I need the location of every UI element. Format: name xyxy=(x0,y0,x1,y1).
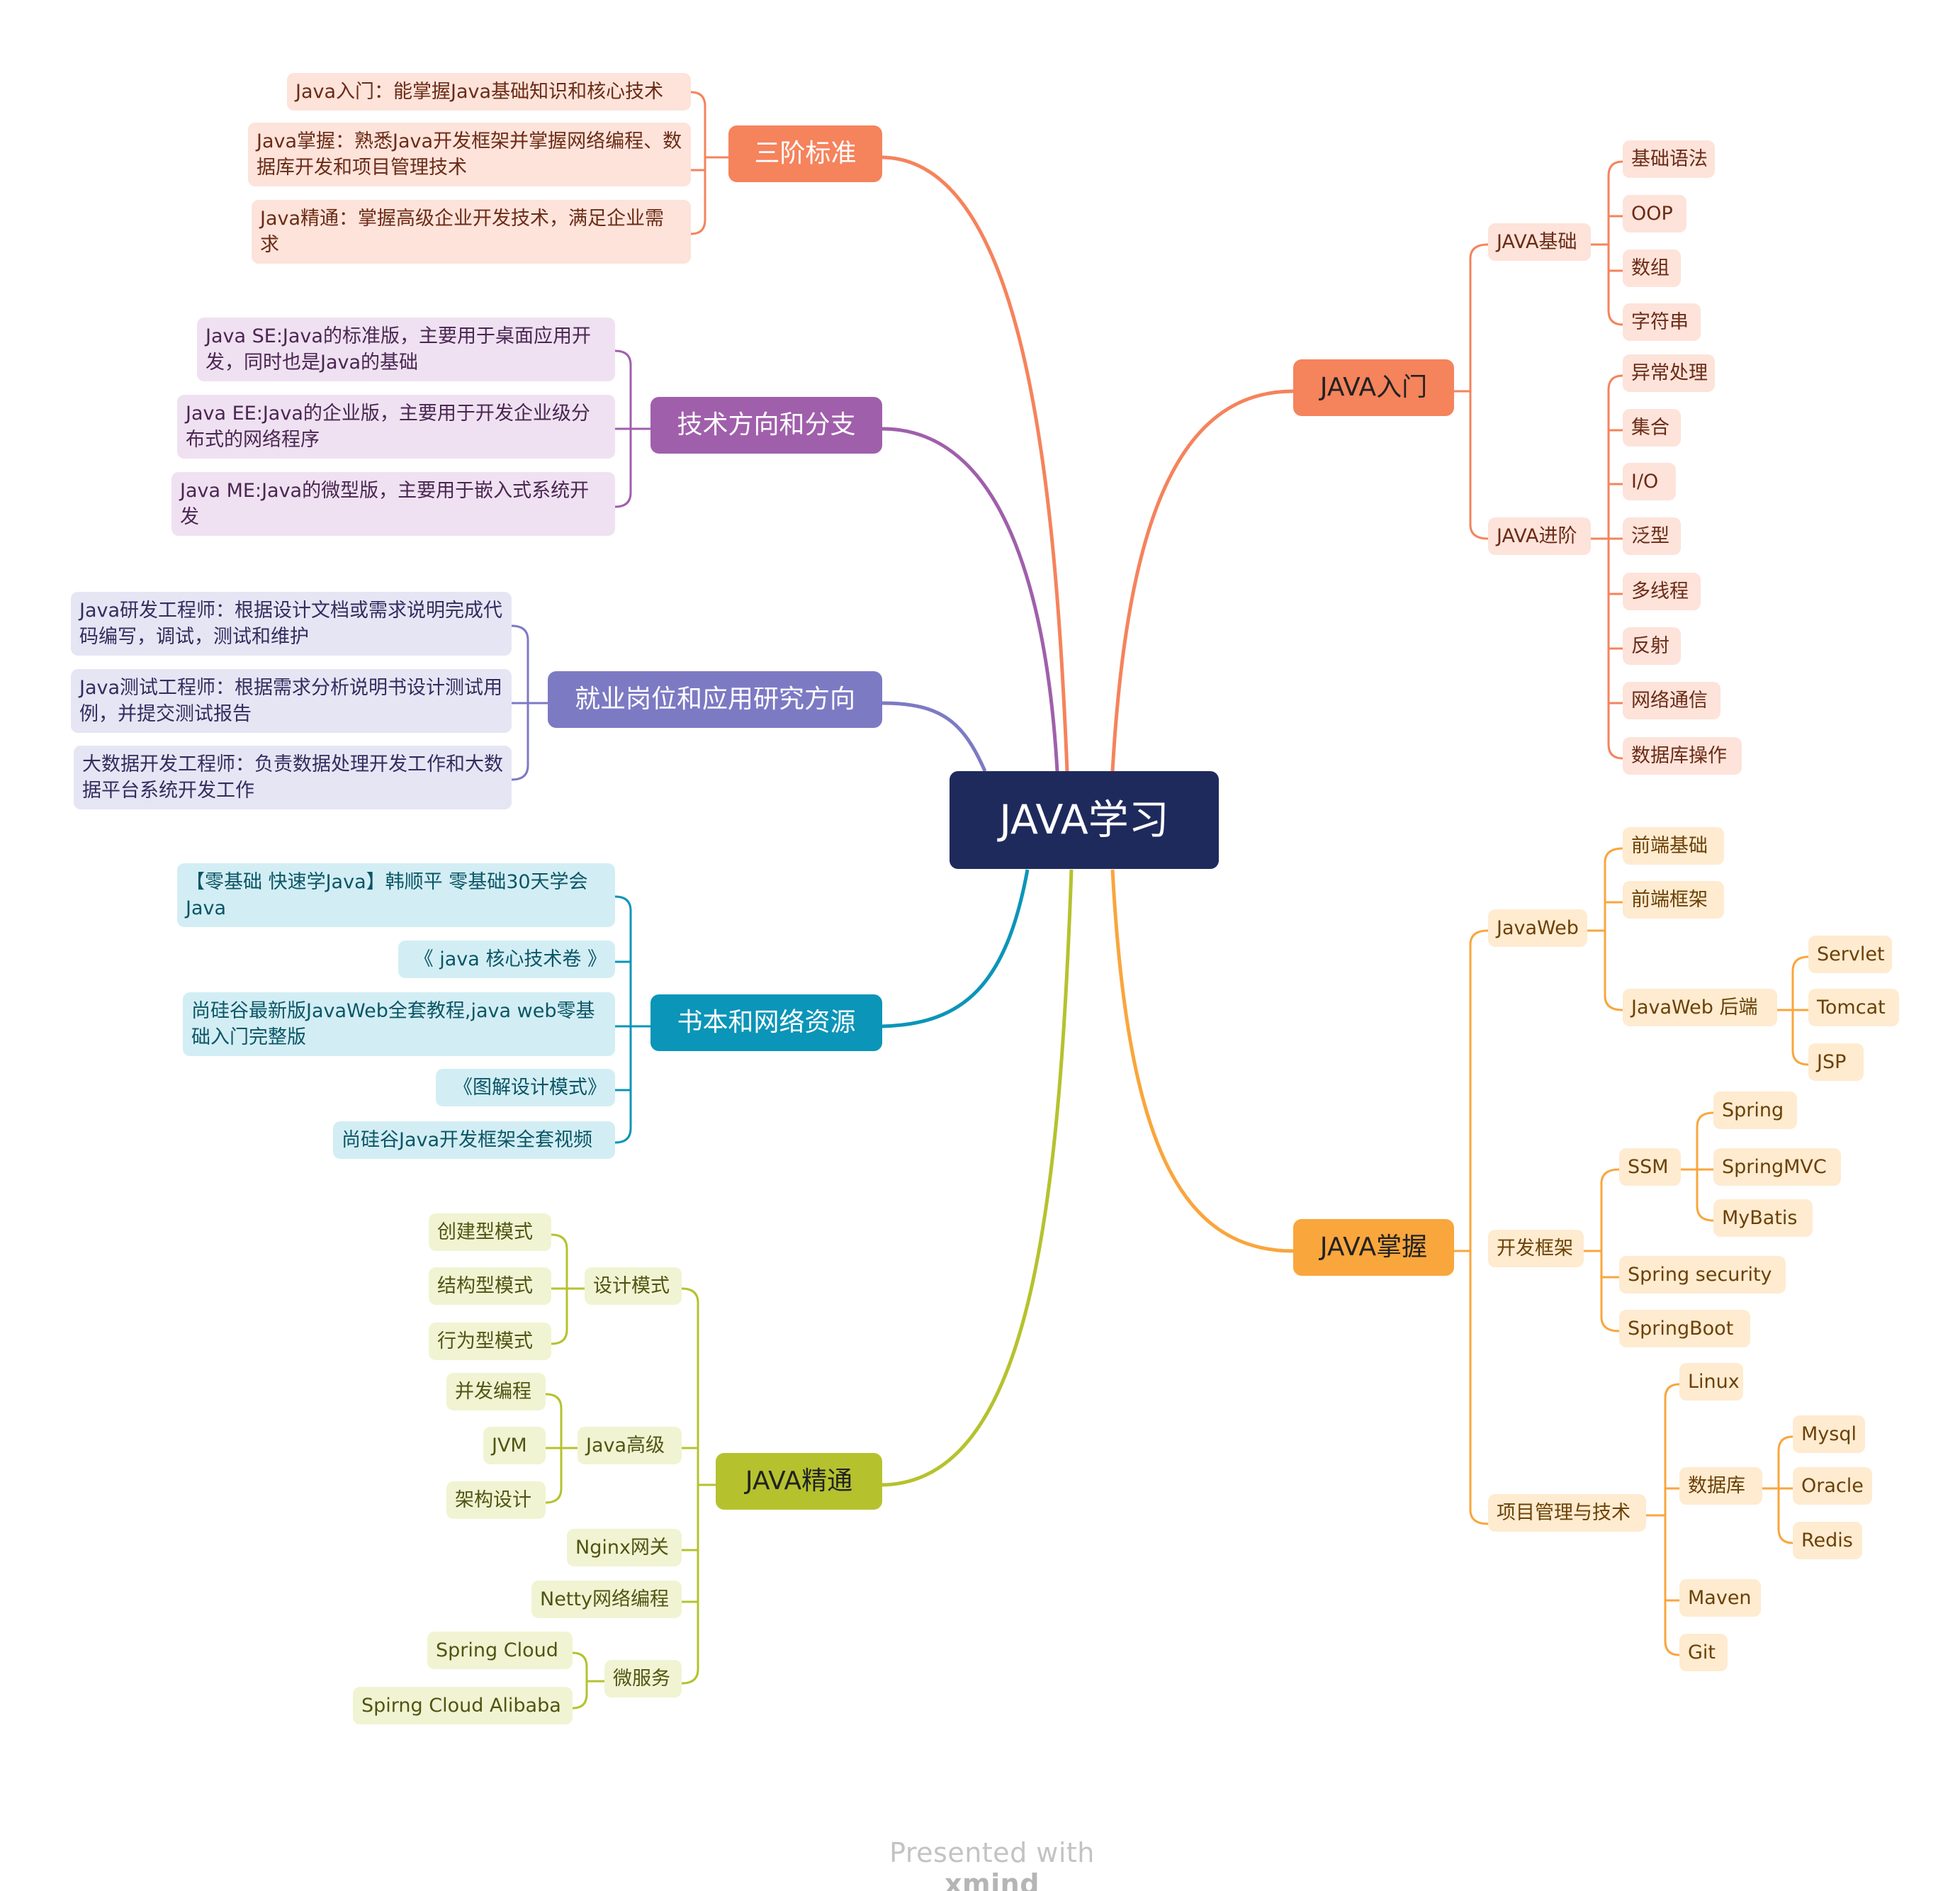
connector-rumen xyxy=(1110,389,1294,772)
sanjie-item-2[interactable]: Java掌握：熟悉Java开发框架并掌握网络编程、数据库开发和项目管理技术 xyxy=(248,123,691,186)
shujuku-item-1[interactable]: Mysql xyxy=(1793,1415,1865,1453)
jichu-item-3[interactable]: 数组 xyxy=(1623,249,1681,287)
connector-jishu xyxy=(882,427,1059,772)
gaoji-item-3[interactable]: 架构设计 xyxy=(446,1481,546,1519)
houduan-item-2[interactable]: Tomcat xyxy=(1808,989,1899,1026)
xiangmu-maven[interactable]: Maven xyxy=(1679,1579,1761,1617)
sanjie-item-1[interactable]: Java入门：能掌握Java基础知识和核心技术 xyxy=(287,73,691,111)
jingtong-gaoji[interactable]: Java高级 xyxy=(578,1427,682,1464)
connector-jingtong xyxy=(882,869,1074,1487)
topic-jiuye[interactable]: 就业岗位和应用研究方向 xyxy=(548,671,882,728)
footer-prefix: Presented with xyxy=(889,1837,1095,1868)
jiuye-item-2[interactable]: Java测试工程师：根据需求分析说明书设计测试用例，并提交测试报告 xyxy=(71,669,512,733)
xmind-logo: xmind xyxy=(945,1868,1040,1891)
javaweb-houduan[interactable]: JavaWeb 后端 xyxy=(1623,989,1777,1026)
topic-rumen[interactable]: JAVA入门 xyxy=(1293,359,1454,416)
connector-shuben xyxy=(882,869,1030,1028)
connector-sanjie xyxy=(882,155,1069,772)
topic-shuben[interactable]: 书本和网络资源 xyxy=(650,994,882,1051)
sheji-item-3[interactable]: 行为型模式 xyxy=(429,1323,551,1360)
gaoji-item-2[interactable]: JVM xyxy=(483,1427,546,1464)
xiangmu-linux[interactable]: Linux xyxy=(1679,1363,1743,1401)
shujuku-item-3[interactable]: Redis xyxy=(1793,1522,1862,1559)
zhangwo-kuangjia[interactable]: 开发框架 xyxy=(1488,1230,1584,1267)
connector-zhangwo xyxy=(1110,869,1294,1253)
houduan-item-1[interactable]: Servlet xyxy=(1808,936,1892,973)
weifuwu-item-1[interactable]: Spring Cloud xyxy=(427,1632,573,1669)
sheji-item-2[interactable]: 结构型模式 xyxy=(429,1267,551,1305)
topic-sanjie[interactable]: 三阶标准 xyxy=(728,125,882,182)
rumen-jinjie[interactable]: JAVA进阶 xyxy=(1488,517,1591,555)
ssm-item-1[interactable]: Spring xyxy=(1713,1092,1797,1129)
rumen-jichu[interactable]: JAVA基础 xyxy=(1488,223,1591,261)
ssm-item-2[interactable]: SpringMVC xyxy=(1713,1148,1841,1186)
shuben-item-2[interactable]: 《 java 核心技术卷 》 xyxy=(398,941,615,978)
topic-zhangwo[interactable]: JAVA掌握 xyxy=(1293,1219,1454,1276)
jinjie-item-5[interactable]: 多线程 xyxy=(1623,573,1701,610)
zhangwo-javaweb[interactable]: JavaWeb xyxy=(1488,909,1587,947)
gaoji-item-1[interactable]: 并发编程 xyxy=(446,1373,546,1410)
shuben-item-3[interactable]: 尚硅谷最新版JavaWeb全套教程,java web零基础入门完整版 xyxy=(183,992,615,1056)
shuben-item-5[interactable]: 尚硅谷Java开发框架全套视频 xyxy=(333,1121,615,1159)
jishu-item-3[interactable]: Java ME:Java的微型版，主要用于嵌入式系统开发 xyxy=(171,472,615,536)
topic-jishu[interactable]: 技术方向和分支 xyxy=(650,397,882,454)
jichu-item-2[interactable]: OOP xyxy=(1623,195,1686,232)
javaweb-qianduan-1[interactable]: 前端基础 xyxy=(1623,827,1724,865)
houduan-item-3[interactable]: JSP xyxy=(1808,1043,1864,1081)
jingtong-nginx[interactable]: Nginx网关 xyxy=(567,1529,682,1566)
zhangwo-xiangmu[interactable]: 项目管理与技术 xyxy=(1488,1494,1646,1532)
jinjie-item-2[interactable]: 集合 xyxy=(1623,409,1681,447)
jinjie-item-7[interactable]: 网络通信 xyxy=(1623,682,1720,719)
topic-jingtong[interactable]: JAVA精通 xyxy=(716,1453,882,1510)
ssm-item-3[interactable]: MyBatis xyxy=(1713,1199,1813,1237)
shuben-item-1[interactable]: 【零基础 快速学Java】韩顺平 零基础30天学会Java xyxy=(177,863,615,927)
jinjie-item-8[interactable]: 数据库操作 xyxy=(1623,737,1742,775)
jingtong-sheji[interactable]: 设计模式 xyxy=(585,1267,682,1305)
xiangmu-shujuku[interactable]: 数据库 xyxy=(1679,1467,1762,1505)
xiangmu-git[interactable]: Git xyxy=(1679,1634,1728,1671)
shujuku-item-2[interactable]: Oracle xyxy=(1793,1467,1872,1505)
jichu-item-4[interactable]: 字符串 xyxy=(1623,303,1701,341)
jinjie-item-3[interactable]: I/O xyxy=(1623,463,1676,500)
jinjie-item-6[interactable]: 反射 xyxy=(1623,627,1681,665)
kuangjia-security[interactable]: Spring security xyxy=(1619,1256,1786,1294)
jishu-item-1[interactable]: Java SE:Java的标准版，主要用于桌面应用开发，同时也是Java的基础 xyxy=(197,318,615,381)
connector-jiuye xyxy=(882,701,987,773)
jinjie-item-4[interactable]: 泛型 xyxy=(1623,517,1681,555)
shuben-item-4[interactable]: 《图解设计模式》 xyxy=(436,1069,615,1106)
weifuwu-item-2[interactable]: Spirng Cloud Alibaba xyxy=(353,1687,573,1724)
footer-credit: Presented with xmind xyxy=(843,1837,1141,1891)
kuangjia-boot[interactable]: SpringBoot xyxy=(1619,1310,1750,1347)
jichu-item-1[interactable]: 基础语法 xyxy=(1623,140,1715,178)
central-topic[interactable]: JAVA学习 xyxy=(950,771,1219,869)
javaweb-qianduan-2[interactable]: 前端框架 xyxy=(1623,881,1724,919)
jinjie-item-1[interactable]: 异常处理 xyxy=(1623,354,1715,392)
sheji-item-1[interactable]: 创建型模式 xyxy=(429,1213,551,1251)
jishu-item-2[interactable]: Java EE:Java的企业版，主要用于开发企业级分布式的网络程序 xyxy=(177,395,615,459)
jiuye-item-1[interactable]: Java研发工程师：根据设计文档或需求说明完成代码编写，调试，测试和维护 xyxy=(71,592,512,656)
sanjie-item-3[interactable]: Java精通：掌握高级企业开发技术，满足企业需求 xyxy=(252,200,691,264)
kuangjia-ssm[interactable]: SSM xyxy=(1619,1148,1681,1186)
jingtong-netty[interactable]: Netty网络编程 xyxy=(531,1581,682,1618)
jingtong-weifuwu[interactable]: 微服务 xyxy=(604,1660,682,1698)
jiuye-item-3[interactable]: 大数据开发工程师：负责数据处理开发工作和大数据平台系统开发工作 xyxy=(74,746,512,809)
